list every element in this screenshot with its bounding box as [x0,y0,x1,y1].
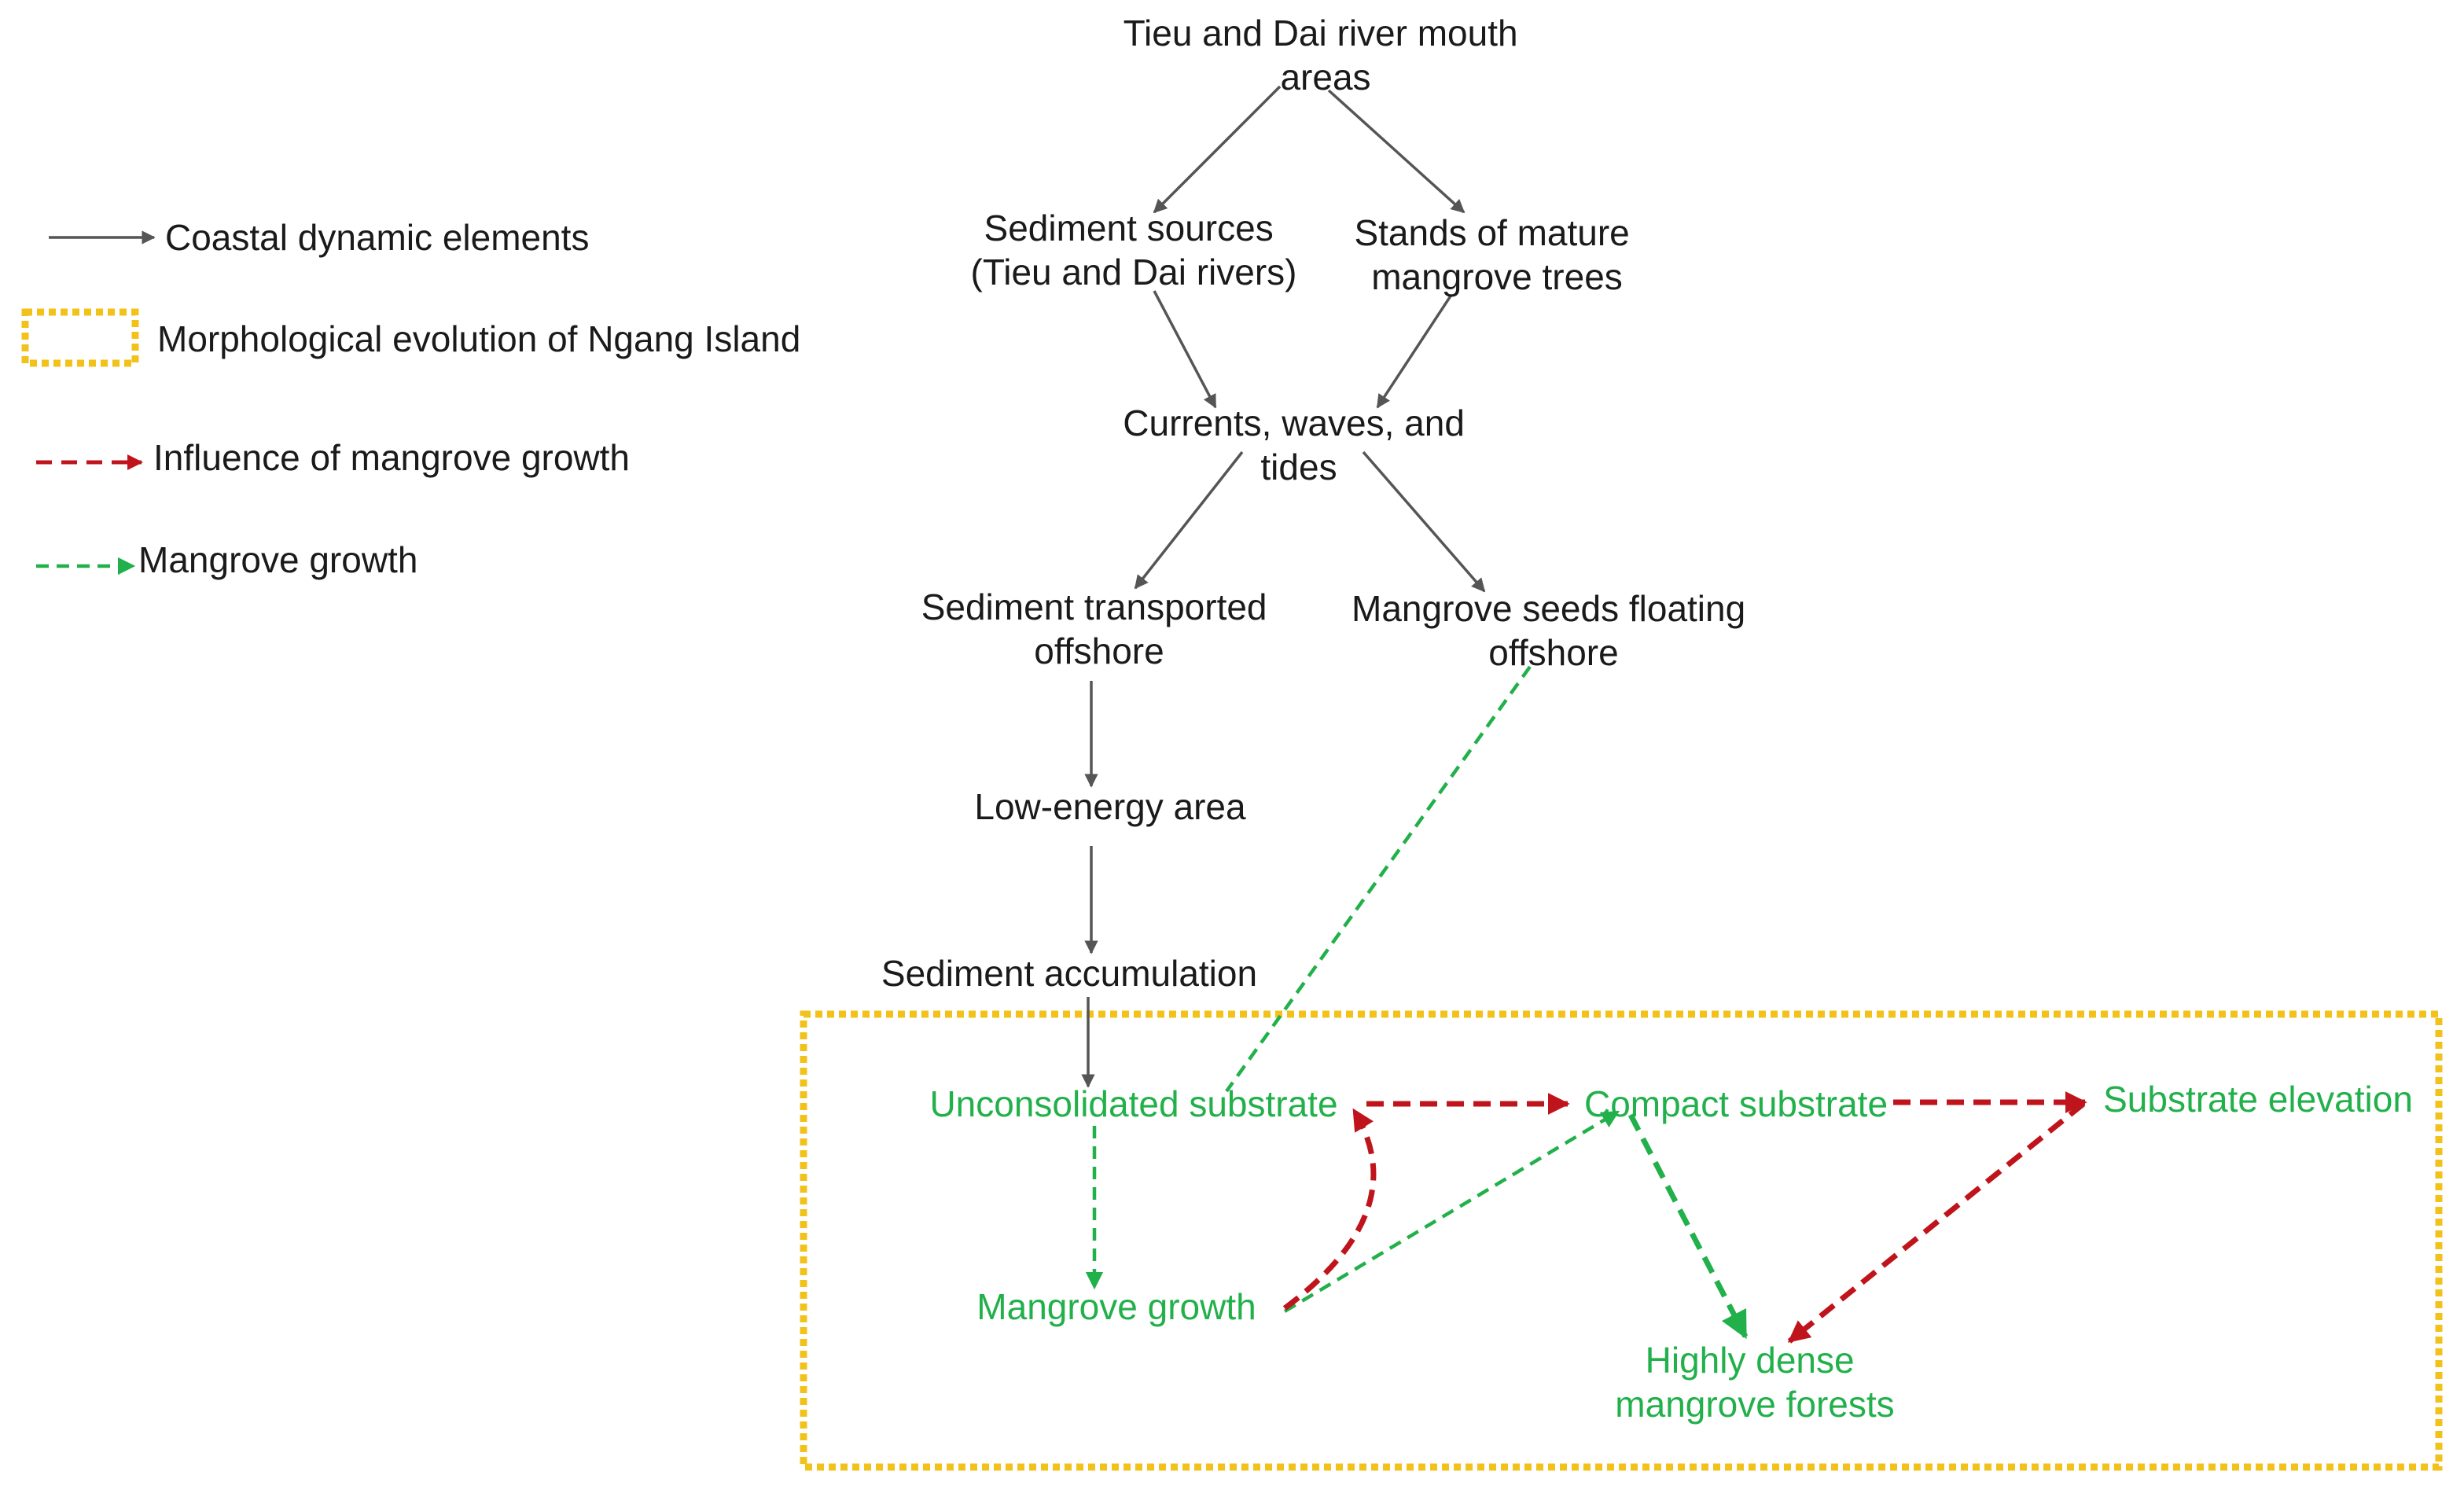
legend-solid-label: Coastal dynamic elements [165,217,589,258]
legend-dotted-box-label: Morphological evolution of Ngang Island [157,318,800,359]
arrow-currents-to-seeds [1362,450,1486,593]
legend-red-dashed-label: Influence of mangrove growth [153,437,630,478]
nodes: Tieu and Dai river mouth areas Sediment … [881,13,2413,1425]
node-seeds-floating: Mangrove seeds floating offshore [1352,588,1756,673]
node-accumulation: Sediment accumulation [881,953,1257,994]
node-mature-stands: Stands of mature mangrove trees [1354,212,1639,297]
node-compact: Compact substrate [1584,1083,1888,1124]
arrow-compact-to-forests [1627,1113,1749,1340]
legend: Coastal dynamic elements Morphological e… [21,217,800,580]
node-low-energy: Low-energy area [974,786,1246,827]
node-unconsolidated: Unconsolidated substrate [929,1083,1337,1124]
arrow-seeds-to-unconsolidated [1225,665,1532,1093]
mangrove-growth-arrows [1085,665,1749,1340]
ngang-island-frame [800,1010,2443,1471]
arrow-sources-to-currents [1153,290,1217,409]
arrow-river-to-sources [1153,85,1282,214]
mangrove-influence-arrows [1282,1091,2087,1344]
node-mangrove-growth: Mangrove growth [976,1286,1256,1327]
arrow-elevation-to-forests [1787,1101,2086,1344]
node-currents: Currents, waves, and tides [1123,403,1474,487]
coastal-arrows [1081,85,1486,1088]
legend-dotted-box [21,308,139,367]
arrow-river-to-stands [1327,89,1466,214]
arrow-growth-to-compact [1283,1110,1620,1313]
node-elevation: Substrate elevation [2103,1079,2413,1120]
node-sediment-transported: Sediment transported offshore [921,587,1278,671]
node-dense-forests: Highly dense mangrove forests [1615,1340,1894,1425]
arrow-stands-to-currents [1376,294,1453,409]
legend-green-dashed-label: Mangrove growth [138,539,417,580]
arrow-growth-to-unconsolidated [1282,1108,1377,1311]
node-sediment-sources: Sediment sources (Tieu and Dai rivers) [971,208,1297,292]
arrow-currents-to-transported [1134,450,1244,590]
node-river-mouth: Tieu and Dai river mouth areas [1124,13,1528,97]
